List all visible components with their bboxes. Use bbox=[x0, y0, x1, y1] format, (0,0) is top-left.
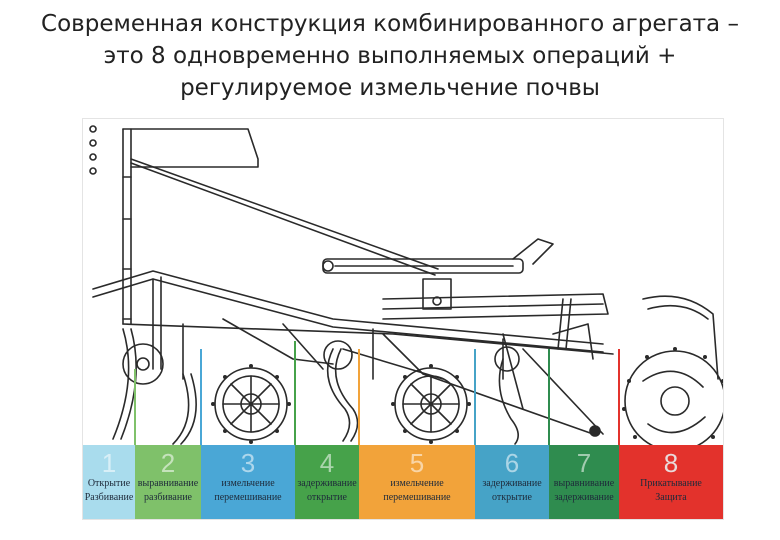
operation-1-number: 1 bbox=[101, 448, 117, 478]
operation-1: 1 Открытие Разбивание bbox=[83, 445, 135, 519]
operation-2-number: 2 bbox=[160, 448, 176, 478]
main-frame bbox=[92, 270, 614, 370]
hydraulic-cylinder bbox=[322, 238, 554, 274]
machine-drawing bbox=[89, 125, 723, 454]
operation-4: 4 задерживание открытие bbox=[295, 445, 359, 519]
linkage-6 bbox=[522, 348, 604, 435]
operation-3-line-2: перемешивание bbox=[214, 492, 282, 503]
tine-1 bbox=[112, 328, 130, 440]
operation-2-line-1: выравнивание bbox=[137, 478, 199, 489]
operation-3-number: 3 bbox=[240, 448, 256, 478]
operation-5-line-1: измельчение bbox=[390, 478, 444, 489]
tine-4-spring bbox=[323, 340, 353, 370]
slide-title: Современная конструкция комбинированного… bbox=[20, 8, 760, 104]
operation-7-line-2: задерживание bbox=[554, 492, 614, 503]
operation-4-line-2: открытие bbox=[307, 492, 347, 503]
operation-4-line-1: задерживание bbox=[297, 478, 357, 489]
operation-8: 8 Прикатывание Защита bbox=[619, 445, 723, 519]
operations-legend: 1 Открытие Разбивание 2 выравнивание раз… bbox=[83, 445, 723, 519]
central-bracket bbox=[382, 278, 609, 320]
operation-7-number: 7 bbox=[576, 448, 592, 478]
operation-6-number: 6 bbox=[504, 448, 520, 478]
title-line-2: это 8 одновременно выполняемых операций … bbox=[103, 43, 677, 69]
operation-6-line-1: задерживание bbox=[482, 478, 542, 489]
operation-1-line-2: Разбивание bbox=[84, 492, 134, 503]
front-disc bbox=[122, 343, 164, 385]
operation-5: 5 измельчение перемешивание bbox=[359, 445, 475, 519]
operation-8-number: 8 bbox=[663, 448, 679, 478]
operation-8-line-2: Защита bbox=[655, 492, 687, 503]
operation-8-line-1: Прикатывание bbox=[640, 478, 702, 489]
operation-5-number: 5 bbox=[409, 448, 425, 478]
operation-6: 6 задерживание открытие bbox=[475, 445, 549, 519]
operation-3-line-1: измельчение bbox=[221, 478, 275, 489]
operation-4-number: 4 bbox=[319, 448, 335, 478]
title-line-3: регулируемое измельчение почвы bbox=[180, 75, 600, 101]
hitch-holes bbox=[89, 125, 97, 175]
pivot-dot bbox=[589, 425, 601, 437]
title-line-1: Современная конструкция комбинированного… bbox=[41, 11, 739, 37]
operation-2: 2 выравнивание разбивание bbox=[135, 445, 201, 519]
operation-7: 7 выравнивание задерживание bbox=[549, 445, 619, 519]
operation-2-line-2: разбивание bbox=[144, 492, 192, 503]
linkage-2 bbox=[222, 318, 334, 365]
packer-roller bbox=[624, 350, 723, 452]
operation-1-line-1: Открытие bbox=[87, 478, 131, 489]
tine-4 bbox=[326, 348, 351, 442]
tine-6 bbox=[498, 358, 519, 445]
zone-dividers bbox=[134, 341, 620, 445]
operation-6-line-2: открытие bbox=[492, 492, 532, 503]
machine-diagram: 1 Открытие Разбивание 2 выравнивание раз… bbox=[82, 118, 724, 520]
operation-5-line-2: перемешивание bbox=[383, 492, 451, 503]
operation-3: 3 измельчение перемешивание bbox=[201, 445, 295, 519]
roller-hood bbox=[552, 295, 719, 380]
operation-7-line-1: выравнивание bbox=[553, 478, 615, 489]
mast-frame bbox=[122, 128, 259, 325]
linkage-3 bbox=[382, 333, 594, 435]
tie-rod-1 bbox=[130, 158, 439, 270]
tie-rod-2 bbox=[130, 162, 436, 276]
tine-2 bbox=[172, 373, 190, 445]
